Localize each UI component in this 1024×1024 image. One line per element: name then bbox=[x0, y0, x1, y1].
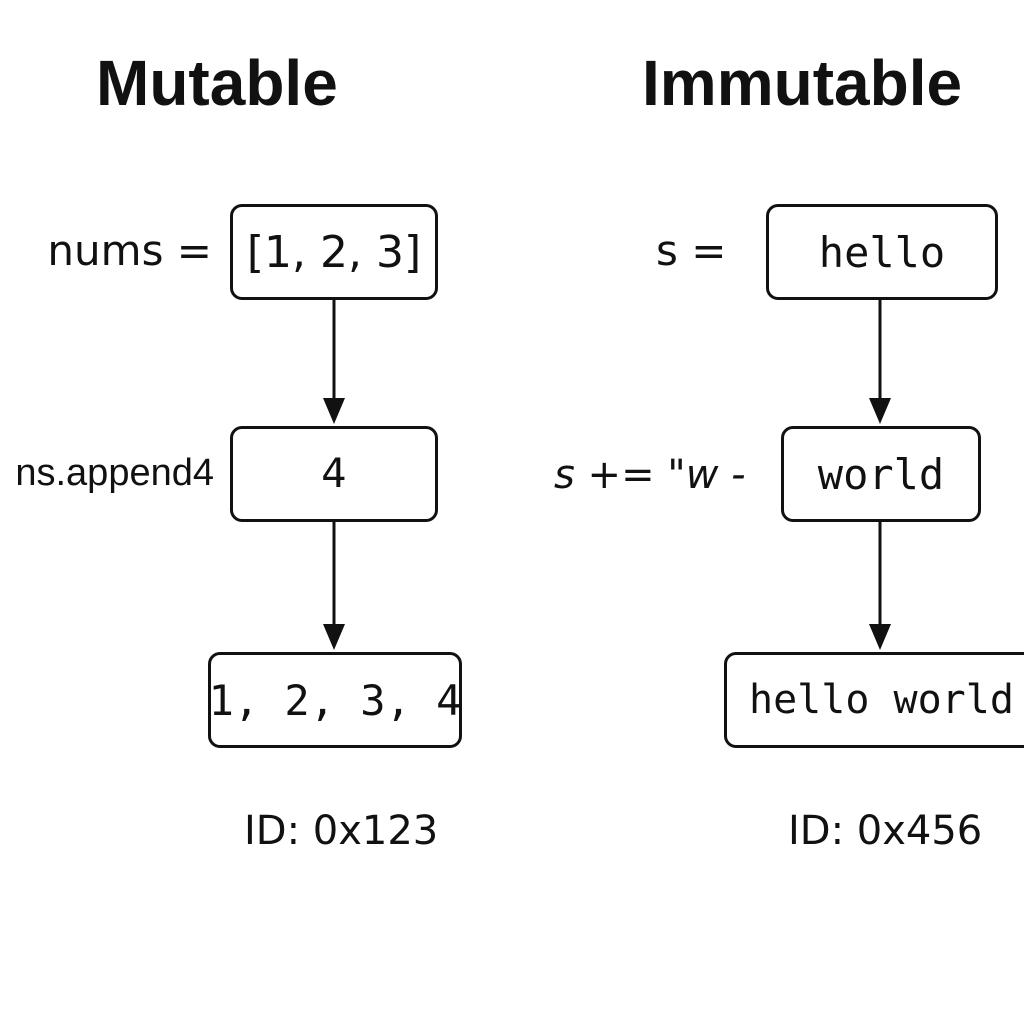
nums-assign-label: nums = bbox=[47, 226, 212, 275]
immutable-title: Immutable bbox=[642, 47, 963, 119]
s-assign-label: s = bbox=[656, 226, 727, 275]
immutable-id: ID: 0x456 bbox=[788, 808, 983, 854]
world-box: world bbox=[781, 426, 981, 522]
hello-box: hello bbox=[766, 204, 998, 300]
new-string-value: hello world bbox=[749, 677, 1014, 723]
arrowhead-append-to-result bbox=[323, 624, 345, 650]
list-value: [1, 2, 3] bbox=[246, 226, 422, 278]
mutated-list-value: 1, 2, 3, 4 bbox=[208, 675, 462, 725]
hello-value: hello bbox=[818, 227, 946, 277]
append-label: ns.append4 bbox=[15, 452, 214, 494]
arrowhead-list-to-append bbox=[323, 398, 345, 424]
mutable-title: Mutable bbox=[96, 47, 338, 119]
mutable-id: ID: 0x123 bbox=[244, 808, 439, 854]
list-box: [1, 2, 3] bbox=[230, 204, 438, 300]
append-value: 4 bbox=[321, 451, 347, 497]
arrowhead-hello-to-world bbox=[869, 398, 891, 424]
arrowhead-world-to-result bbox=[869, 624, 891, 650]
world-value: world bbox=[817, 449, 945, 499]
mutated-list-box: 1, 2, 3, 4 bbox=[208, 652, 462, 748]
concat-label: s += "w - bbox=[554, 452, 746, 498]
append-box: 4 bbox=[230, 426, 438, 522]
new-string-box: hello world bbox=[724, 652, 1024, 748]
